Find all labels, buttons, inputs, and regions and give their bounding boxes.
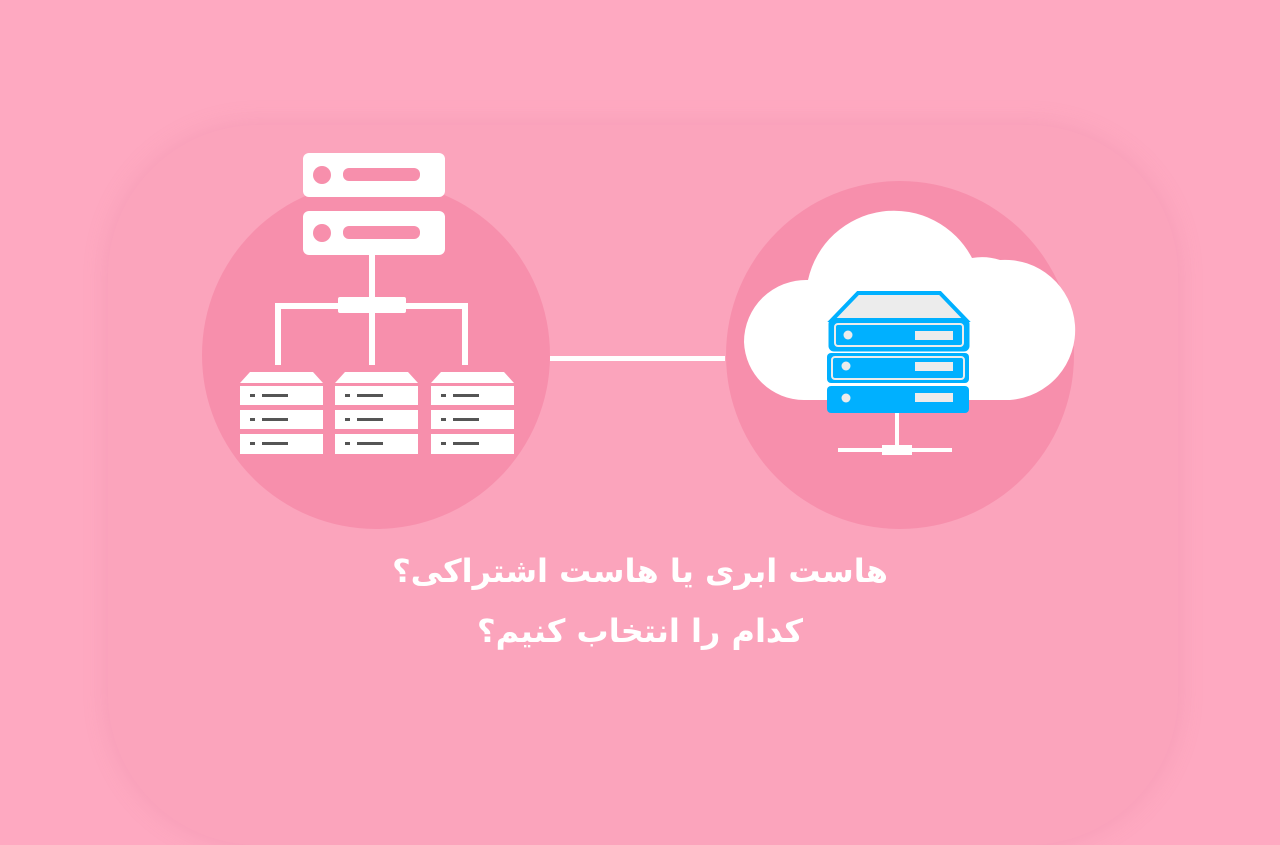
connector-line (550, 356, 725, 361)
cloud-server-icon (744, 210, 1076, 455)
shared-server-network-icon (240, 153, 514, 454)
illustration (202, 153, 1076, 529)
headline-line-1: هاست ابری یا هاست اشتراکی؟ (392, 552, 888, 590)
headline-line-2: کدام را انتخاب کنیم؟ (477, 612, 803, 650)
